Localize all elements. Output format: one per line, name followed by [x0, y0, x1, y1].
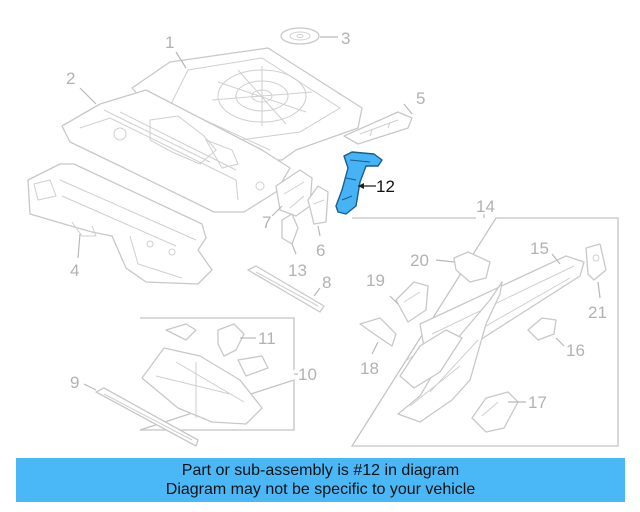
callout-3: 3 — [341, 29, 350, 48]
callout-13: 13 — [288, 261, 307, 280]
callout-10: 10 — [298, 365, 317, 384]
part-10-floor-panel — [141, 347, 263, 425]
callout-20: 20 — [410, 251, 429, 270]
part-9-rail — [95, 387, 199, 447]
part-20-bracket — [453, 251, 491, 283]
part-4-rear-panel — [27, 163, 213, 285]
callout-11: 11 — [258, 329, 276, 348]
callout-5: 5 — [416, 89, 425, 108]
part-2-floor-crossmember — [61, 89, 291, 213]
callout-18: 18 — [360, 359, 379, 378]
banner-part-number-text: Part or sub-assembly is #12 in diagram — [181, 462, 460, 479]
part-18-bracket — [359, 317, 397, 347]
part-13-bracket — [281, 213, 299, 245]
part-11-bracket — [165, 323, 269, 377]
callout-15: 15 — [530, 239, 549, 258]
part-8-rail — [247, 265, 325, 313]
callout-8: 8 — [322, 273, 331, 292]
part-19-bracket — [395, 281, 429, 323]
callout-4: 4 — [70, 261, 79, 280]
callout-1: 1 — [165, 33, 174, 52]
callout-7: 7 — [262, 213, 271, 232]
callout-17: 17 — [528, 393, 547, 412]
part-3-plug — [280, 27, 320, 45]
part-21-bracket — [585, 243, 607, 281]
callout-21: 21 — [588, 303, 607, 322]
banner-disclaimer-text: Diagram may not be specific to your vehi… — [165, 481, 476, 498]
part-16-bracket — [527, 317, 557, 341]
part-17-bracket — [471, 391, 519, 433]
callout-6: 6 — [316, 241, 325, 260]
callout-19: 19 — [366, 271, 385, 290]
callout-9: 9 — [70, 373, 79, 392]
part-14-inner-rail — [397, 281, 503, 423]
info-banner: Part or sub-assembly is #12 in diagram D… — [16, 458, 625, 502]
part-12-reinforcement — [335, 151, 383, 215]
part-5-bracket — [343, 111, 413, 145]
callout-14: 14 — [476, 197, 495, 216]
callout-2: 2 — [66, 69, 75, 88]
part-6-bracket — [307, 185, 329, 225]
group-box-14 — [350, 217, 619, 447]
callout-12: 12 — [376, 177, 395, 196]
callout-16: 16 — [566, 341, 585, 360]
